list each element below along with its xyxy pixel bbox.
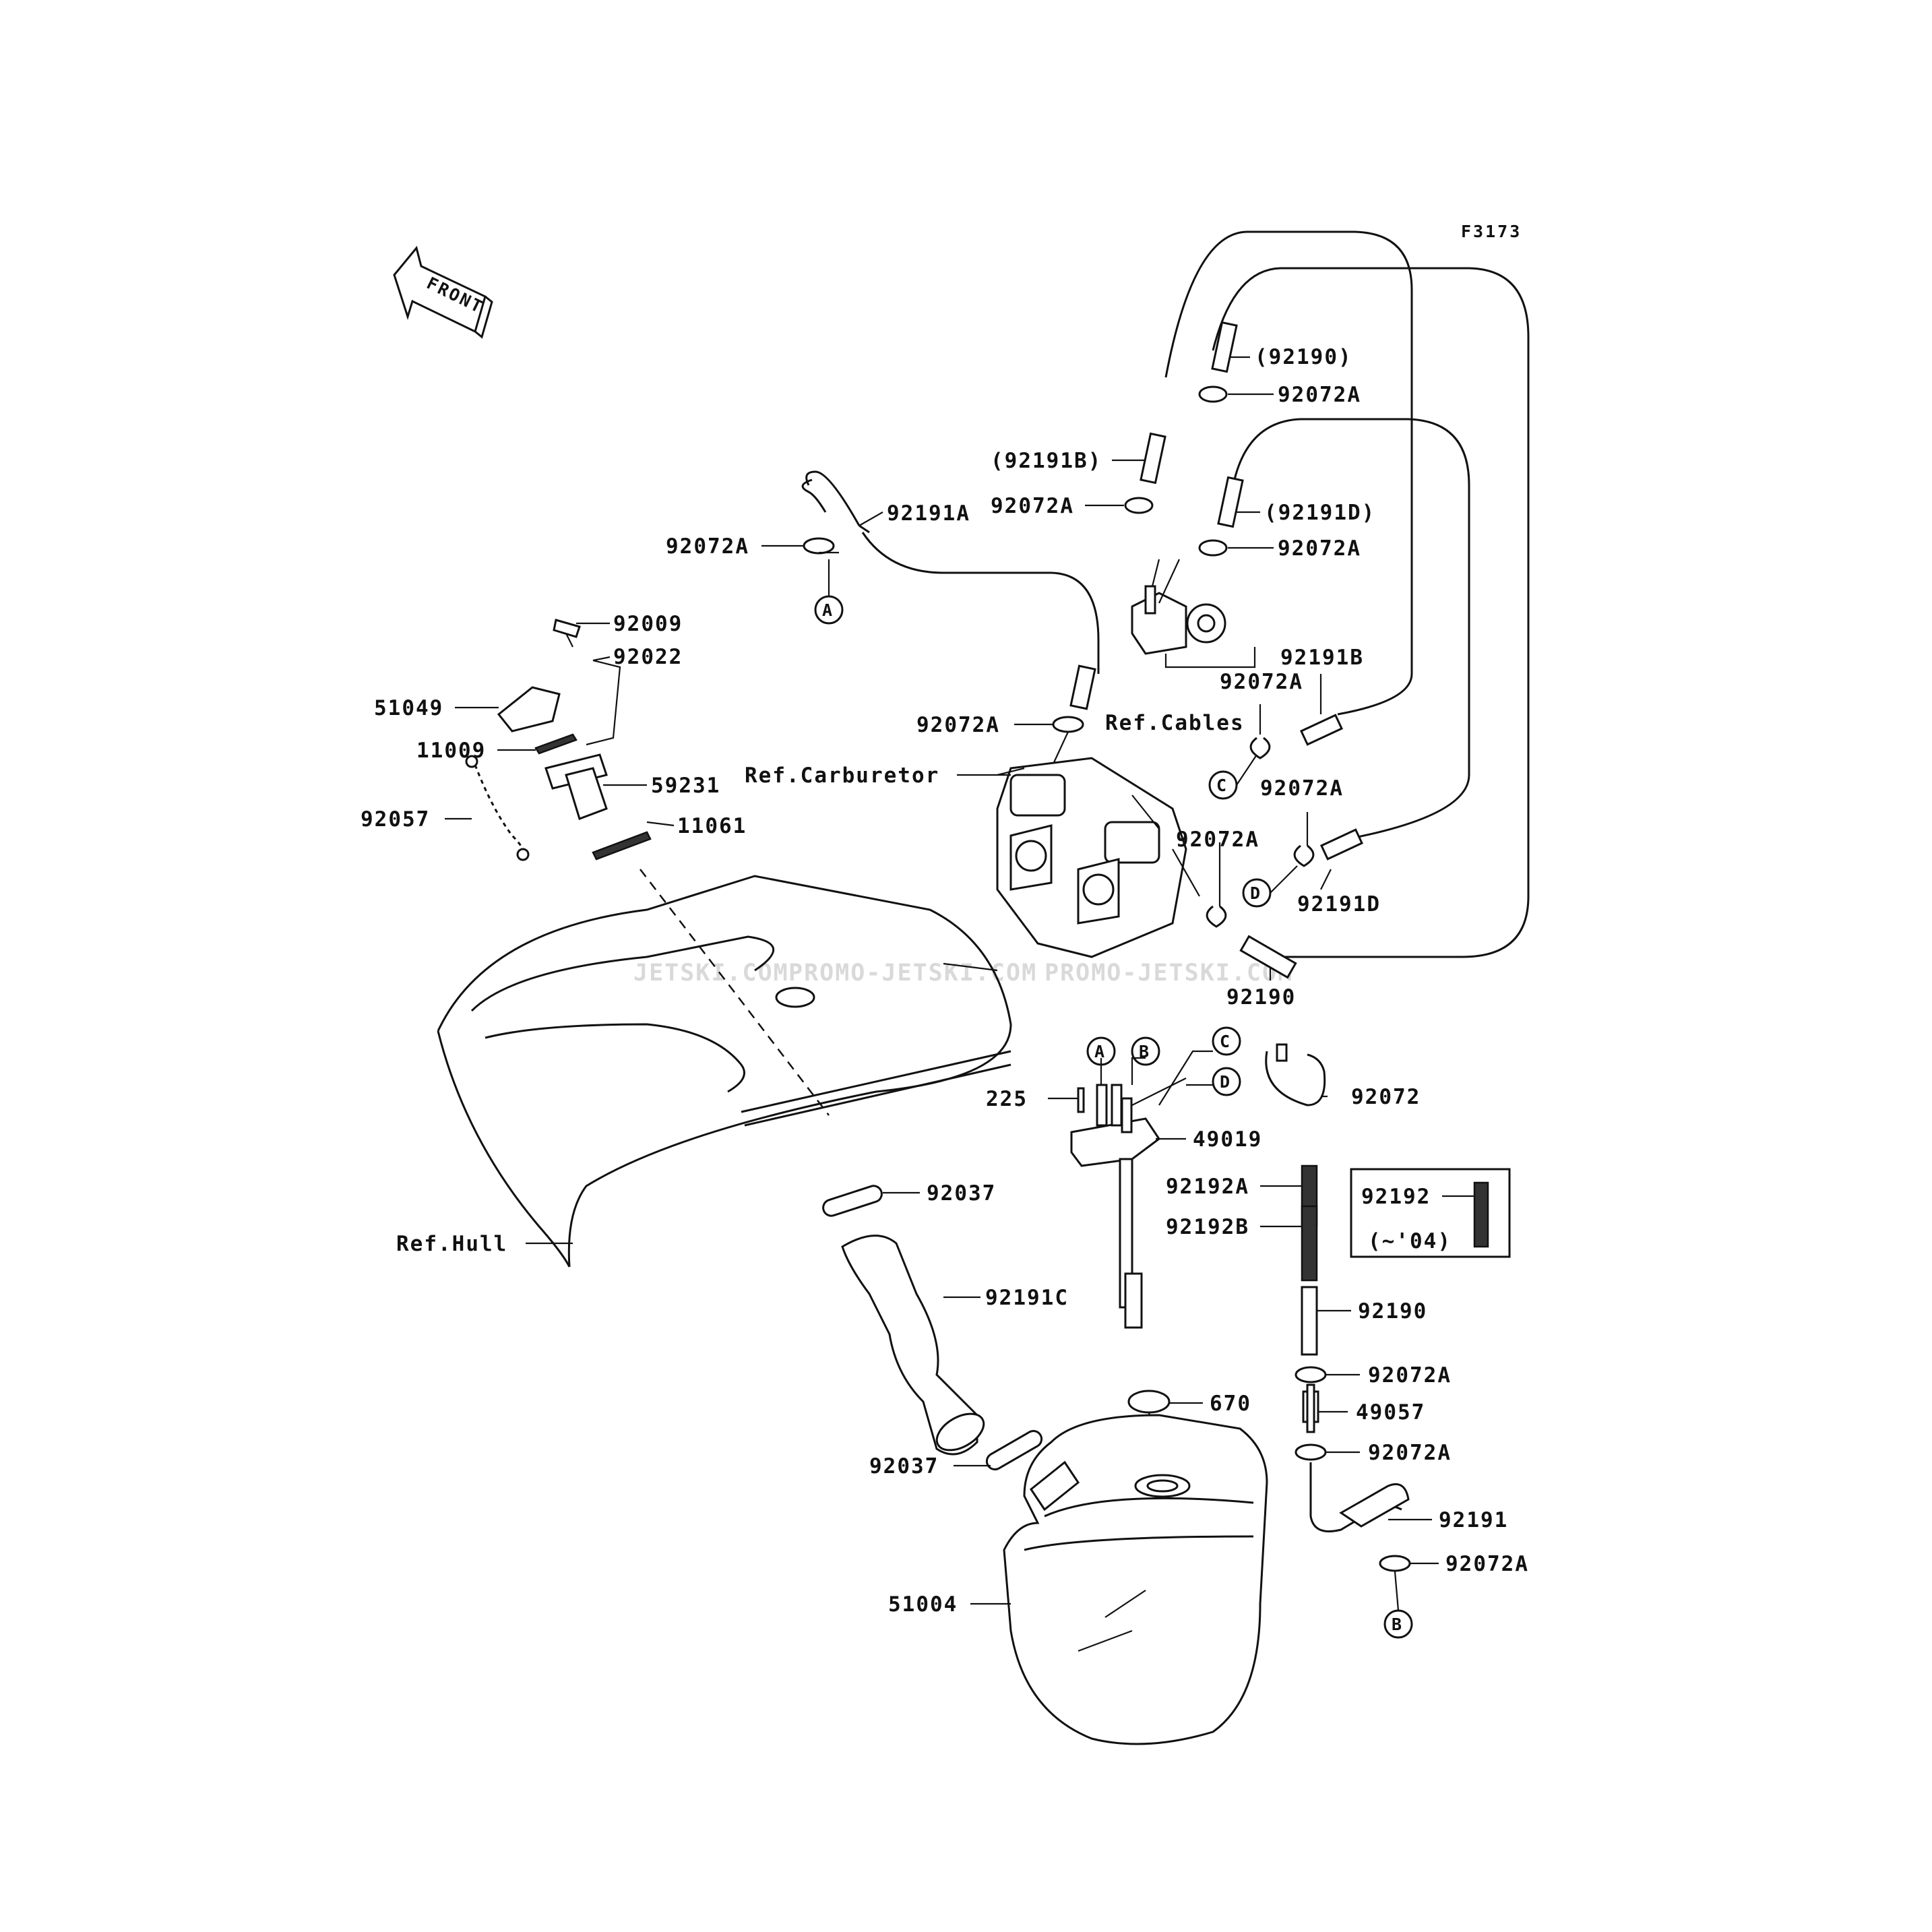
callout-92191d-paren: (92191D) (1264, 501, 1375, 525)
clamp-c-icon (1249, 737, 1271, 759)
connector-a-top: A (822, 600, 834, 620)
fuel-pickup-49019 (1070, 1078, 1187, 1329)
callout-ref-carburetor: Ref.Carburetor (745, 764, 939, 788)
hull-outline (437, 875, 1012, 1268)
callout-92072a-7: 92072A (1260, 776, 1344, 801)
hose-92192-old-icon (1473, 1181, 1489, 1248)
callout-92191b: 92191B (1280, 646, 1364, 670)
callout-11009: 11009 (416, 739, 486, 763)
hose-92190-low-icon (1301, 1286, 1318, 1356)
callout-51049: 51049 (374, 696, 443, 720)
callout-670: 670 (1210, 1392, 1251, 1416)
connector-markers: A C D A B C D B (814, 551, 1413, 1639)
hose-92191d-right (1319, 828, 1364, 861)
callout-59231: 59231 (651, 774, 720, 798)
connector-leaders (1100, 1050, 1213, 1106)
callout-92022: 92022 (613, 645, 683, 669)
callout-92191: 92191 (1439, 1508, 1508, 1532)
callout-92072a-3: 92072A (1278, 536, 1361, 561)
callout-92072a-9: 92072A (1368, 1363, 1452, 1388)
callout-92191c: 92191C (985, 1286, 1069, 1310)
callout-92072a-11: 92072A (1445, 1552, 1529, 1576)
clamp-92072a-low1-icon (1295, 1366, 1327, 1383)
callout-92057: 92057 (361, 807, 430, 832)
callout-51004: 51004 (888, 1592, 958, 1617)
guide-line-filler (640, 869, 830, 1116)
callout-225: 225 (986, 1087, 1028, 1111)
clamp-92072a-carb-icon (1052, 716, 1084, 733)
callout-92072a-5: 92072A (916, 713, 1000, 737)
gasket-670-icon (1127, 1390, 1171, 1414)
hose-92191d-top (1217, 476, 1244, 528)
connector-a-pickup: A (1094, 1042, 1107, 1061)
callout-92192: 92192 (1361, 1185, 1431, 1209)
callout-ref-cables: Ref.Cables (1105, 711, 1245, 735)
leader-lines (445, 356, 1474, 1605)
ref-cables-bracket (1164, 647, 1256, 668)
watermark: JETSKI.COM PROMO-JETSKI.COM PROMO-JETSKI… (633, 960, 1293, 987)
callout-92191a: 92191A (887, 501, 970, 526)
callout-92037-lower: 92037 (869, 1454, 939, 1478)
legend-92192-box (1350, 1168, 1511, 1258)
hose-92191c-icon (841, 1235, 985, 1456)
clamp-carb-right-icon (1206, 905, 1227, 928)
callout-92190-low: 92190 (1358, 1299, 1427, 1323)
callout-92072a-8: 92072A (1176, 828, 1259, 852)
carburetor-icon (996, 757, 1200, 958)
callout-92190-mid: 92190 (1226, 985, 1296, 1009)
front-arrow-icon: FRONT (393, 245, 493, 339)
callout-92072a-2: 92072A (991, 494, 1074, 518)
callout-92191b-paren: (92191B) (991, 449, 1102, 473)
callout-49019: 49019 (1193, 1127, 1262, 1152)
connector-c-pickup: C (1220, 1032, 1232, 1051)
callout-92072a-10: 92072A (1368, 1441, 1452, 1465)
callout-92191d: 92191D (1297, 892, 1381, 916)
connector-d-mid: D (1250, 883, 1262, 903)
hose-92191a (801, 470, 870, 534)
hose-92191-icon (1339, 1483, 1410, 1528)
vent-hose-loops (861, 230, 1530, 958)
callout-92192a: 92192A (1166, 1175, 1249, 1199)
clamp-icons-top (1124, 385, 1228, 557)
fuel-valve-icon (1131, 559, 1226, 655)
callout-92192b: 92192B (1166, 1215, 1249, 1239)
callout-92072a-6: 92072A (1220, 670, 1303, 694)
callout-49057: 49057 (1356, 1400, 1425, 1425)
clamp-d-icon (1293, 844, 1315, 867)
filler-cap-assembly (465, 619, 652, 861)
clamp-92072a-low2-icon (1295, 1443, 1327, 1461)
hose-92191a-lower (1069, 664, 1096, 710)
hose-92191b-right (1299, 714, 1344, 746)
callout-92190-top: (92190) (1255, 345, 1352, 369)
fuel-tank-51004 (1003, 1414, 1268, 1745)
clamp-92072a-left-icon (803, 537, 835, 555)
clamp-92072-tab (1276, 1043, 1288, 1062)
connector-c-mid: C (1216, 776, 1228, 795)
callout-92037-upper: 92037 (927, 1181, 996, 1206)
hose-92190-top (1211, 321, 1238, 373)
watermark-text-3: PROMO-JETSKI.COM (1045, 960, 1293, 987)
callout-92009: 92009 (613, 612, 683, 636)
callout-11061: 11061 (677, 814, 747, 838)
clamp-92072-icon (1265, 1051, 1326, 1107)
connector-b-bottom: B (1392, 1615, 1404, 1634)
callout-92072a-4: 92072A (666, 534, 749, 559)
callout-labels: (92190) 92072A (92191B) 92072A (92191D) … (361, 345, 1529, 1617)
callout-ref-hull: Ref.Hull (396, 1232, 507, 1256)
clamp-92072a-bottom-icon (1379, 1555, 1411, 1572)
band-92037-upper-icon (822, 1185, 883, 1217)
callout-92192-note: (~'04) (1368, 1229, 1452, 1253)
hose-92191b-top (1140, 432, 1166, 485)
callout-92072a-1: 92072A (1278, 383, 1361, 407)
connector-b-pickup: B (1139, 1042, 1151, 1061)
filter-49057-icon (1302, 1383, 1319, 1433)
hose-92190-mid (1239, 935, 1297, 979)
watermark-text-1: JETSKI.COM (633, 960, 789, 987)
figure-code: F3173 (1461, 222, 1522, 241)
hose-92192b-icon (1301, 1205, 1318, 1282)
leader-92022-bracket (586, 659, 621, 746)
connector-d-pickup: D (1220, 1072, 1232, 1092)
callout-92072: 92072 (1351, 1085, 1421, 1109)
